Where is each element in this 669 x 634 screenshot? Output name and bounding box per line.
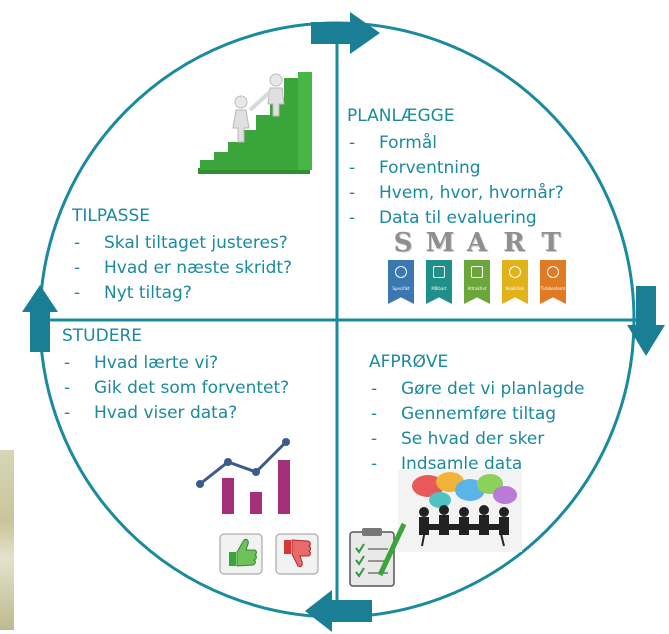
quadrant-studere: STUDERE Hvad lærte vi? Gik det som forve… — [62, 324, 289, 426]
quadrant-planlaegge: PLANLÆGGE Formål Forventning Hvem, hvor,… — [347, 104, 564, 231]
list-item: Forventning — [347, 156, 564, 181]
smart-badge-maalbart: Målbart — [426, 260, 452, 304]
item-list: Formål Forventning Hvem, hvor, hvornår? … — [347, 131, 564, 231]
smart-badges: Specifikt Målbart Attraktivt Realistisk … — [384, 260, 570, 304]
arrow-up-icon — [22, 285, 58, 352]
item-list: Gøre det vi planlagde Gennemføre tiltag … — [369, 377, 584, 477]
smart-badge-specifikt: Specifikt — [388, 260, 414, 304]
arrow-left-icon — [305, 590, 372, 632]
list-item: Hvad viser data? — [62, 401, 289, 426]
list-item: Hvad lærte vi? — [62, 351, 289, 376]
list-item: Se hvad der sker — [369, 427, 584, 452]
green-stairs-people-icon — [198, 72, 312, 174]
quadrant-title: AFPRØVE — [369, 352, 449, 372]
list-item: Gøre det vi planlagde — [369, 377, 584, 402]
smart-letter: R — [503, 228, 525, 258]
list-item: Gik det som forventet? — [62, 376, 289, 401]
smart-badge-attraktivt: Attraktivt — [464, 260, 490, 304]
smart-badge-realistisk: Realistisk — [502, 260, 528, 304]
arrow-right-icon — [311, 12, 380, 54]
smart-badge-label: Målbart — [431, 286, 447, 291]
list-item: Indsamle data — [369, 452, 584, 477]
quadrant-tilpasse: TILPASSE Skal tiltaget justeres? Hvad er… — [72, 204, 292, 306]
quadrant-afproeve: AFPRØVE Gøre det vi planlagde Gennemføre… — [369, 350, 584, 477]
thumbs-down-icon — [275, 533, 319, 575]
list-item: Gennemføre tiltag — [369, 402, 584, 427]
clipboard-checklist-icon — [349, 522, 407, 587]
smart-letter: M — [425, 228, 455, 258]
quadrant-title: TILPASSE — [72, 206, 150, 226]
smart-letters: S M A R T — [384, 228, 570, 258]
list-item: Formål — [347, 131, 564, 156]
smart-badge-label: Specifikt — [392, 286, 410, 291]
quadrant-title: PLANLÆGGE — [347, 106, 455, 126]
group-meeting-speech-bubbles-icon — [398, 470, 522, 552]
bar-chart-icon — [433, 266, 445, 278]
target-icon — [395, 266, 407, 278]
item-list: Hvad lærte vi? Gik det som forventet? Hv… — [62, 351, 289, 426]
photo-edge-strip — [0, 450, 14, 630]
smart-letter: S — [393, 228, 413, 258]
list-item: Data til evaluering — [347, 206, 564, 231]
thumbs-up-icon — [219, 533, 263, 575]
smart-badge-label: Realistisk — [505, 286, 525, 291]
clock-icon — [547, 266, 559, 278]
item-list: Skal tiltaget justeres? Hvad er næste sk… — [72, 231, 292, 306]
smart-letter: T — [541, 228, 561, 258]
smart-badge-label: Attraktivt — [467, 286, 487, 291]
list-item: Hvad er næste skridt? — [72, 256, 292, 281]
list-item: Hvem, hvor, hvornår? — [347, 181, 564, 206]
list-item: Nyt tiltag? — [72, 281, 292, 306]
arrow-down-icon — [627, 286, 665, 356]
quadrant-title: STUDERE — [62, 326, 143, 346]
rings-icon — [509, 266, 521, 278]
bar-line-chart-icon — [196, 438, 290, 514]
trend-icon — [471, 266, 483, 278]
list-item: Skal tiltaget justeres? — [72, 231, 292, 256]
smart-letter: A — [466, 228, 488, 258]
smart-badge-tidsbestemt: Tidsbestemt — [540, 260, 566, 304]
smart-badge-label: Tidsbestemt — [540, 286, 566, 291]
smart-goals-icon: S M A R T Specifikt Målbart Attraktivt R… — [384, 228, 570, 304]
